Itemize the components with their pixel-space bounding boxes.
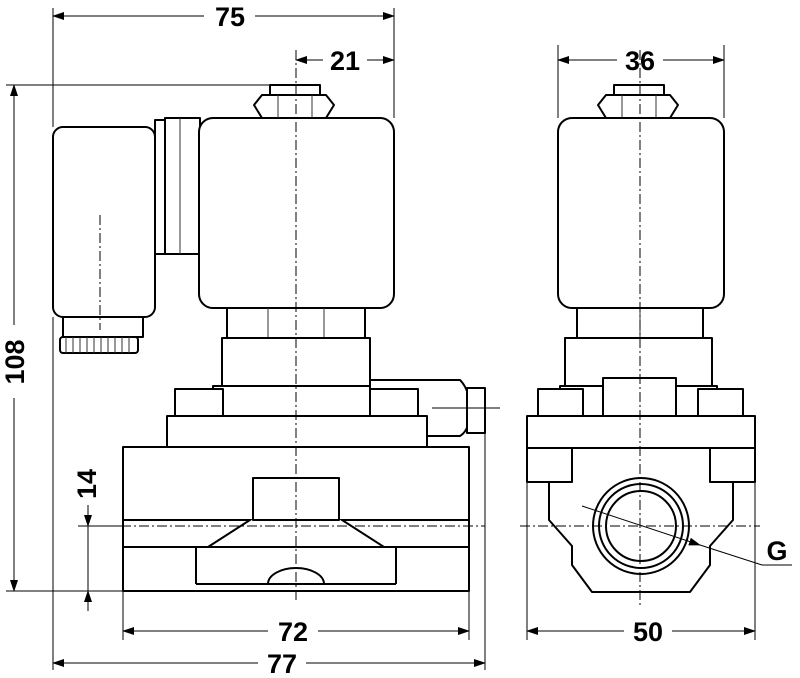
thread-label-g: G bbox=[766, 536, 787, 566]
side-view bbox=[520, 50, 760, 605]
dim-label-36: 36 bbox=[625, 46, 655, 76]
dim-label-72: 72 bbox=[278, 617, 308, 647]
side-solenoid-coil bbox=[557, 117, 725, 309]
front-view bbox=[52, 50, 500, 600]
dim-label-50: 50 bbox=[633, 617, 663, 647]
top-nut bbox=[253, 84, 335, 119]
dim-label-77: 77 bbox=[267, 649, 297, 678]
dimension-lines bbox=[6, 8, 792, 670]
dim-label-108: 108 bbox=[0, 339, 30, 384]
side-top-nut bbox=[597, 84, 679, 119]
flange-screw-left bbox=[174, 388, 224, 420]
dim-label-75: 75 bbox=[215, 2, 245, 32]
flange-screw-right bbox=[369, 388, 419, 420]
dim-label-21: 21 bbox=[330, 46, 360, 76]
knurled-screw bbox=[65, 337, 130, 353]
connector-plug bbox=[52, 117, 201, 354]
dim-label-14: 14 bbox=[72, 469, 102, 499]
cover-flange bbox=[166, 415, 428, 449]
